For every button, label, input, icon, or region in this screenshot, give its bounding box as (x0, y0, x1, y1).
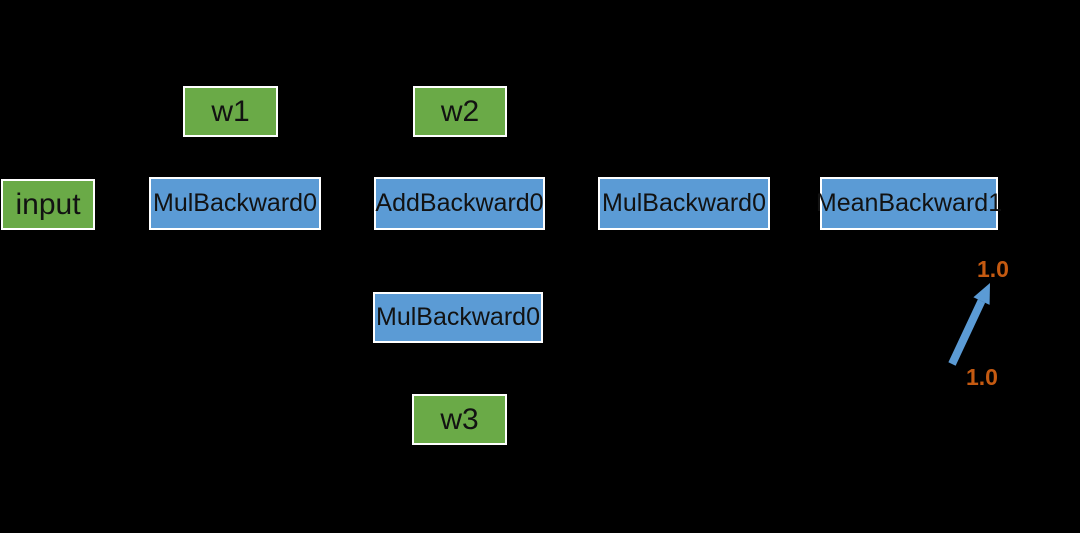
node-input: input (1, 179, 95, 230)
node-mulbackward0-right: MulBackward0 (598, 177, 770, 230)
node-w3: w3 (412, 394, 507, 445)
node-mulbackward0-left: MulBackward0 (149, 177, 321, 230)
node-w1: w1 (183, 86, 278, 137)
node-mulbackward0-lower: MulBackward0 (373, 292, 543, 343)
node-meanbackward1: MeanBackward1 (816, 177, 1002, 230)
gradient-value-top: 1.0 (977, 256, 1009, 282)
node-addbackward0: AddBackward0 (374, 177, 545, 230)
node-w2: w2 (413, 86, 507, 137)
gradient-value-bottom: 1.0 (966, 364, 998, 390)
